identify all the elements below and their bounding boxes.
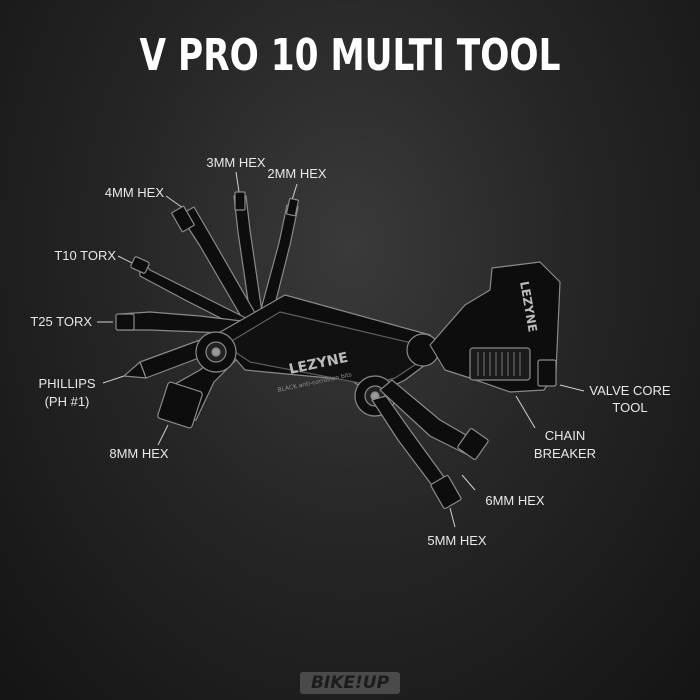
hex6-bit <box>379 379 489 460</box>
watermark-logo: BIKE!UP <box>300 672 400 694</box>
chain-breaker <box>429 261 561 393</box>
label-6mm-hex: 6MM HEX <box>485 493 545 508</box>
label-4mm-hex: 4MM HEX <box>104 185 164 200</box>
page-title: V PRO 10 MULTI TOOL <box>139 30 561 81</box>
label-phillips-line1: PHILLIPS <box>38 376 96 391</box>
label-phillips-line2: (PH #1) <box>44 394 90 409</box>
label-2mm-hex: 2MM HEX <box>267 166 327 181</box>
hex3-leader <box>235 171 240 193</box>
hex5-bit <box>371 395 462 509</box>
label-3mm-hex: 3MM HEX <box>206 155 266 170</box>
label-t10-torx: T10 TORX <box>54 248 116 263</box>
label-valve-core-line2: TOOL <box>612 400 648 415</box>
label-8mm-hex: 8MM HEX <box>109 446 169 461</box>
label-chain-line1: CHAIN <box>544 428 586 443</box>
label-chain-line2: BREAKER <box>533 446 597 461</box>
valve-core-tool <box>537 359 557 387</box>
label-t25-torx: T25 TORX <box>30 314 92 329</box>
label-5mm-hex: 5MM HEX <box>427 533 487 548</box>
hex3-bit <box>233 191 263 315</box>
label-valve-core-line1: VALVE CORE <box>589 383 671 398</box>
